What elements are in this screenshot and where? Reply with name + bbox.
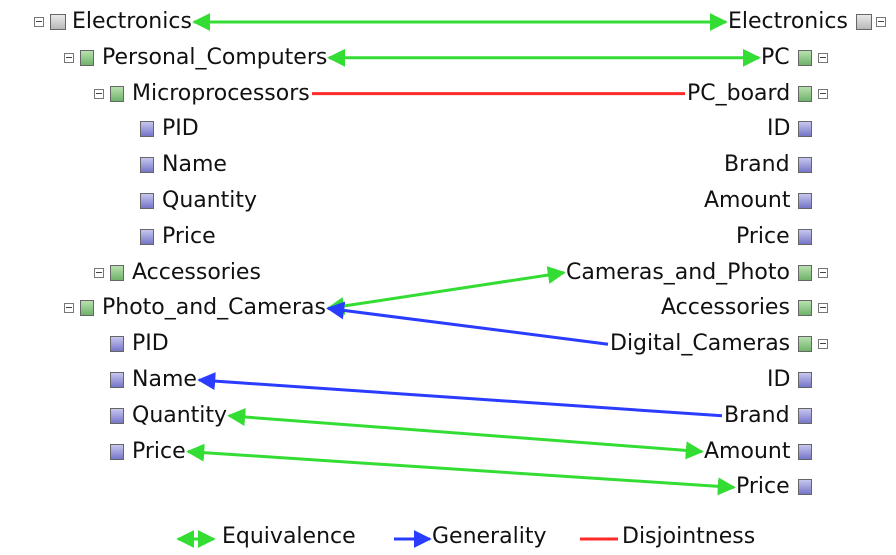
right-node-label[interactable]: Price [736, 474, 790, 500]
legend-label-disjointness: Disjointness [622, 524, 756, 549]
legend-label-generality: Generality [432, 524, 547, 549]
right-node-label[interactable]: Price [736, 223, 790, 249]
expand-toggle-icon[interactable] [818, 52, 828, 63]
right-node-label[interactable]: ID [767, 116, 791, 142]
expand-toggle-icon[interactable] [34, 17, 44, 27]
expand-toggle-icon[interactable] [876, 17, 886, 27]
relation-generality [326, 301, 609, 346]
property-icon [798, 443, 812, 460]
property-icon [110, 372, 124, 388]
left-node-label[interactable]: Microprocessors [132, 80, 310, 106]
property-icon [798, 228, 812, 245]
right-node-label[interactable]: Accessories [661, 295, 790, 321]
class-icon [798, 264, 812, 281]
class-icon [80, 300, 94, 317]
property-icon [798, 193, 812, 209]
right-node-label[interactable]: Amount [704, 188, 791, 213]
ontology-icon [856, 14, 872, 30]
expand-toggle-icon[interactable] [94, 267, 104, 278]
legend-label-equivalence: Equivalence [222, 524, 356, 549]
property-icon [110, 407, 124, 424]
class-icon [798, 85, 812, 102]
right-node-label[interactable]: Amount [704, 438, 791, 464]
expand-toggle-icon[interactable] [818, 339, 828, 350]
relation-generality [197, 372, 723, 418]
left-node-label[interactable]: Photo_and_Cameras [102, 295, 326, 321]
property-icon [798, 407, 812, 424]
property-icon [140, 228, 154, 245]
property-icon [798, 121, 812, 138]
right-node-label[interactable]: Electronics [728, 9, 848, 34]
class-icon [798, 300, 812, 317]
left-node-label[interactable]: PID [132, 331, 169, 357]
right-node-label[interactable]: Brand [724, 402, 790, 428]
expand-toggle-icon[interactable] [94, 88, 104, 99]
class-icon [798, 336, 812, 353]
left-node-label[interactable]: Name [132, 367, 197, 392]
legend-arrows [176, 530, 618, 548]
property-icon [798, 157, 812, 174]
right-node-label[interactable]: Cameras_and_Photo [566, 259, 790, 285]
left-node-label[interactable]: Accessories [132, 259, 261, 285]
property-icon [140, 121, 154, 138]
expand-toggle-icon[interactable] [64, 52, 74, 63]
expand-toggle-icon[interactable] [818, 267, 828, 278]
left-node-label[interactable]: Name [162, 152, 227, 178]
expand-toggle-icon[interactable] [818, 303, 828, 314]
property-icon [798, 479, 812, 496]
left-node-label[interactable]: Quantity [132, 402, 228, 428]
class-icon [798, 49, 812, 66]
left-node-label[interactable]: Price [132, 438, 186, 464]
left-node-label[interactable]: Price [162, 223, 216, 249]
property-icon [110, 336, 124, 353]
property-icon [110, 443, 124, 460]
left-node-label[interactable]: Personal_Computers [102, 44, 328, 70]
left-node-label[interactable]: Quantity [162, 188, 258, 213]
class-icon [80, 49, 94, 66]
right-node-label[interactable]: Brand [724, 152, 790, 178]
property-icon [140, 193, 154, 209]
relation-equivalence [326, 266, 566, 315]
property-icon [798, 372, 812, 388]
right-node-label[interactable]: ID [767, 367, 791, 392]
class-icon [110, 85, 124, 102]
relation-equivalence [186, 443, 736, 496]
relation-equivalence [227, 408, 704, 460]
right-node-label[interactable]: PC_board [687, 80, 791, 106]
left-node-label[interactable]: Electronics [72, 9, 192, 34]
class-icon [110, 264, 124, 281]
left-node-label[interactable]: PID [162, 116, 199, 142]
right-node-label[interactable]: Digital_Cameras [610, 331, 791, 357]
right-node-label[interactable]: PC [761, 44, 790, 70]
expand-toggle-icon[interactable] [64, 303, 74, 314]
property-icon [140, 157, 154, 174]
expand-toggle-icon[interactable] [818, 88, 828, 99]
ontology-icon [50, 14, 66, 30]
